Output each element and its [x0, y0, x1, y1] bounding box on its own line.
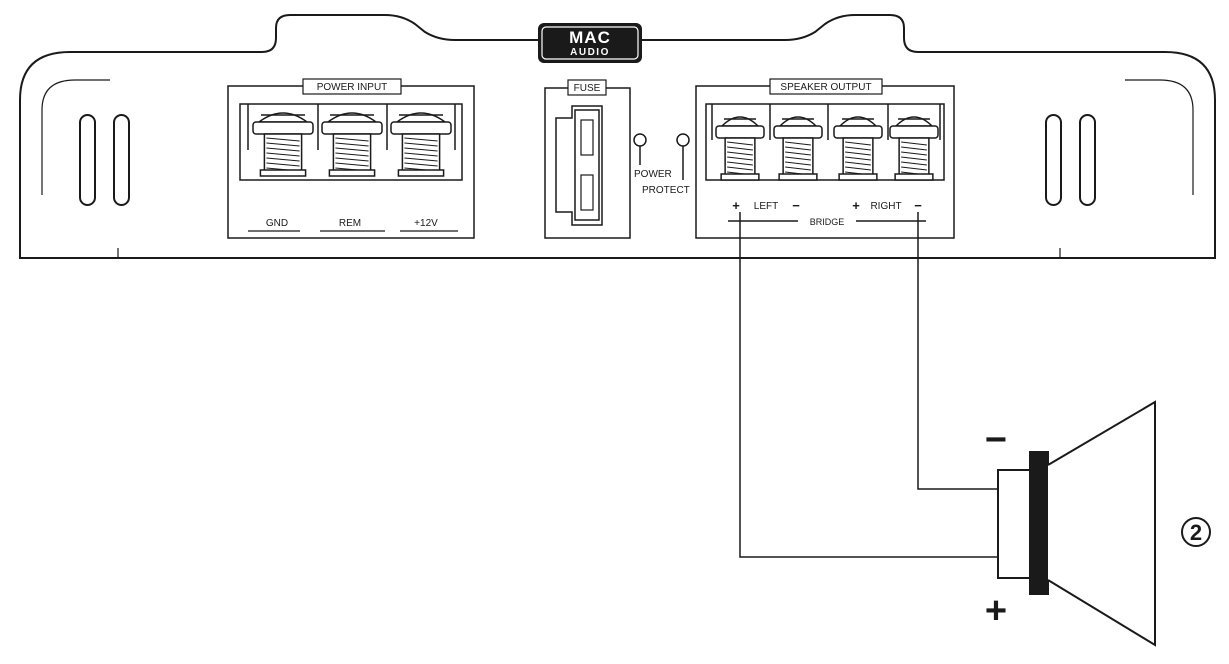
left-channel-label: LEFT — [754, 201, 778, 212]
figure-number-badge: 2 — [1181, 517, 1211, 547]
power-input-title: POWER INPUT — [317, 82, 388, 93]
status-leds — [633, 133, 690, 180]
left-minus-sign: − — [792, 198, 800, 213]
right-channel-label: RIGHT — [870, 201, 901, 212]
speaker-wires — [739, 212, 998, 558]
brand-logo: MAC AUDIO — [538, 23, 642, 63]
brand-logo-line1: MAC — [569, 28, 611, 47]
fuse-title: FUSE — [574, 83, 601, 94]
power-terminal — [390, 112, 452, 177]
negative-wire — [917, 212, 998, 490]
protect-led-label: PROTECT — [642, 185, 690, 196]
speaker-icon — [997, 400, 1156, 647]
power-led-label: POWER — [634, 169, 672, 180]
power-terminal-label: REM — [339, 218, 361, 229]
protect-led — [676, 133, 690, 147]
power-terminal-labels: GND REM +12V — [248, 218, 458, 232]
vent-slots-right — [1045, 114, 1096, 206]
speaker-minus-sign: − — [985, 419, 1007, 461]
amplifier-housing — [19, 14, 1216, 259]
power-terminal-label: +12V — [414, 218, 438, 229]
speaker-terminal — [833, 116, 883, 181]
fuse-block: FUSE — [544, 79, 631, 239]
vent-slots-left — [79, 114, 130, 206]
fuse-blade-top — [580, 119, 594, 156]
speaker-terminal — [773, 116, 823, 181]
power-terminals — [247, 104, 456, 177]
speaker-terminals — [711, 104, 941, 181]
power-terminal — [252, 112, 314, 177]
speaker-output-block: SPEAKER OUTPUT + LEFT − + RIGHT − BRIDGE — [695, 78, 955, 239]
brand-logo-line2: AUDIO — [570, 47, 610, 58]
power-terminal — [321, 112, 383, 177]
speaker-output-title: SPEAKER OUTPUT — [780, 82, 871, 93]
fuse-blade-bottom — [580, 174, 594, 211]
right-minus-sign: − — [914, 198, 922, 213]
speaker-terminal — [715, 116, 765, 181]
bridge-label: BRIDGE — [810, 217, 845, 227]
right-plus-sign: + — [852, 198, 860, 213]
figure-number: 2 — [1190, 520, 1202, 545]
positive-wire — [739, 212, 998, 558]
speaker-terminal — [889, 116, 939, 181]
power-led — [633, 133, 647, 147]
speaker-plus-sign: + — [985, 590, 1007, 632]
power-input-block: POWER INPUT GND REM +12V — [227, 78, 475, 239]
power-terminal-label: GND — [266, 218, 288, 229]
left-plus-sign: + — [732, 198, 740, 213]
